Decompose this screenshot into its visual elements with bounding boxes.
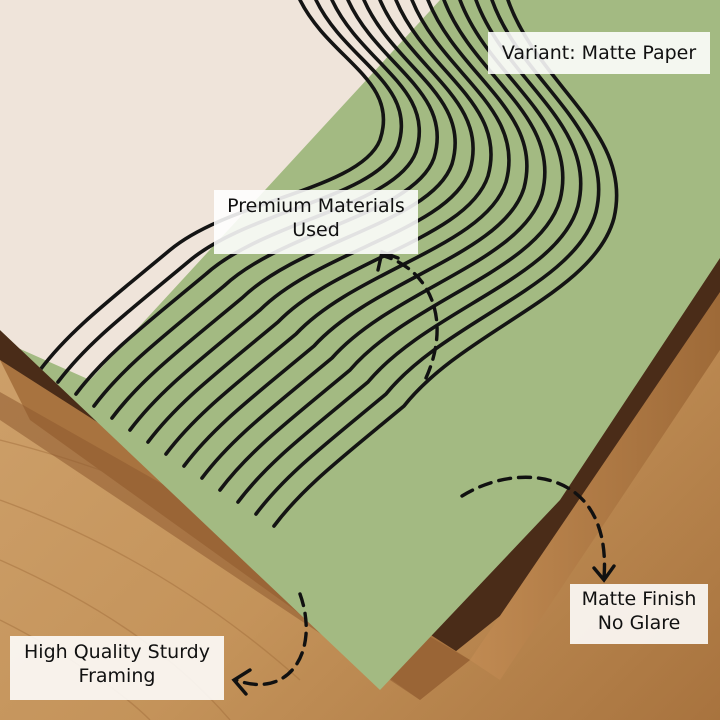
frame-right-edge xyxy=(470,292,720,680)
dashed-arrows xyxy=(234,254,607,687)
matte-callout-line1: Matte Finish xyxy=(581,588,697,610)
matte-callout-line2: No Glare xyxy=(597,611,681,634)
premium-callout-line2: Used xyxy=(292,218,340,241)
framing-callout-line2: Framing xyxy=(78,664,156,687)
premium-callout-line1: Premium Materials xyxy=(227,195,405,217)
matte-arrowhead xyxy=(592,564,616,583)
variant-label: Variant: Matte Paper xyxy=(488,32,710,74)
premium-arrow xyxy=(382,254,439,380)
framing-arrow xyxy=(234,592,308,687)
framing-arrowhead xyxy=(231,668,252,696)
framing-callout-line1: High Quality Sturdy xyxy=(24,641,210,663)
matte-arrow xyxy=(460,475,607,580)
premium-materials-callout: Premium Materials Used xyxy=(214,190,418,254)
variant-label-text: Variant: Matte Paper xyxy=(501,42,697,64)
matte-finish-callout: Matte Finish No Glare xyxy=(570,584,708,644)
framing-callout: High Quality Sturdy Framing xyxy=(10,636,224,700)
